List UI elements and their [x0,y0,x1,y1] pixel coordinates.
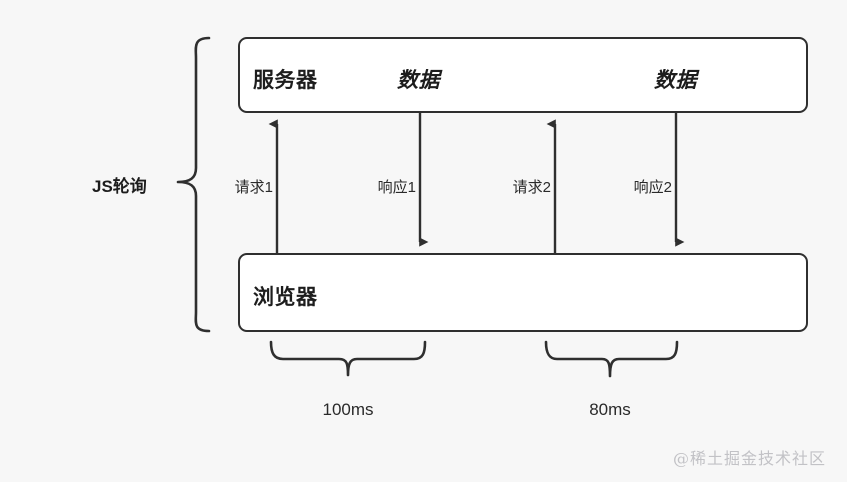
edge-label-response-2: 响应2 [633,179,672,196]
group-brace-js-polling [176,36,211,333]
node-server-label: 服务器 [253,69,318,92]
node-server-box [238,37,808,113]
interval-brace-1 [269,340,427,377]
data-marker-1-label: 数据 [397,69,440,92]
interval-label-1: 100ms [322,400,374,419]
data-marker-2-label: 数据 [654,69,697,92]
interval-brace-2 [544,340,679,378]
node-browser-box [238,253,808,332]
interval-label-2: 80ms [589,400,631,419]
group-label-js-polling: JS轮询 [92,177,147,196]
edge-label-request-1: 请求1 [234,179,273,196]
edge-label-response-1: 响应1 [377,179,416,196]
node-browser-label: 浏览器 [253,286,318,309]
edge-label-request-2: 请求2 [512,179,551,196]
watermark-label: @稀土掘金技术社区 [673,449,827,468]
